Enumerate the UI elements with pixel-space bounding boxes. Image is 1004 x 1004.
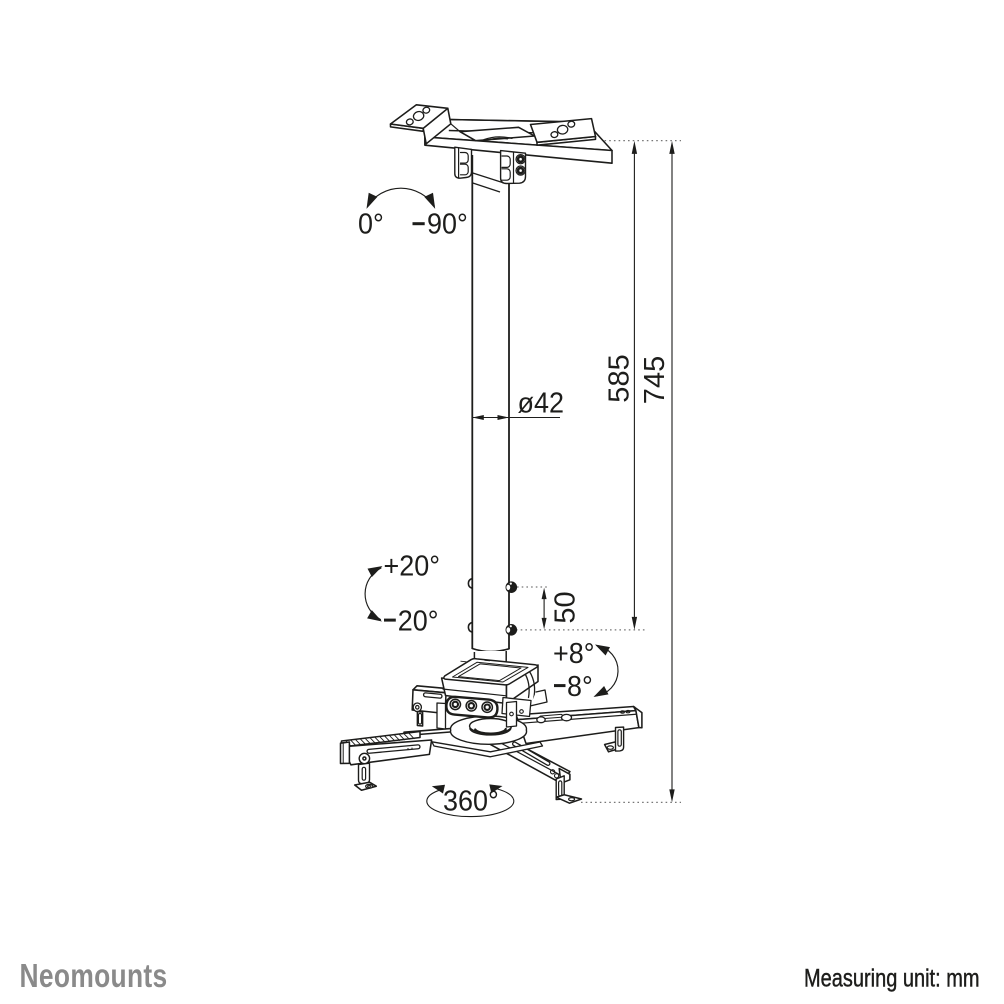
svg-text:+8°: +8° [553,637,595,669]
svg-text:90°: 90° [427,208,468,240]
svg-text:ø42: ø42 [518,387,564,419]
svg-text:8°: 8° [567,670,593,702]
svg-text:Neomounts: Neomounts [20,958,168,994]
svg-text:20°: 20° [398,605,439,637]
svg-text:Measuring unit: mm: Measuring unit: mm [804,964,980,992]
svg-text:745: 745 [639,356,671,404]
svg-text:0°: 0° [358,208,384,240]
svg-text:360°: 360° [443,785,499,817]
svg-text:+20°: +20° [384,550,441,582]
svg-text:585: 585 [604,354,636,402]
svg-text:50: 50 [550,591,582,623]
